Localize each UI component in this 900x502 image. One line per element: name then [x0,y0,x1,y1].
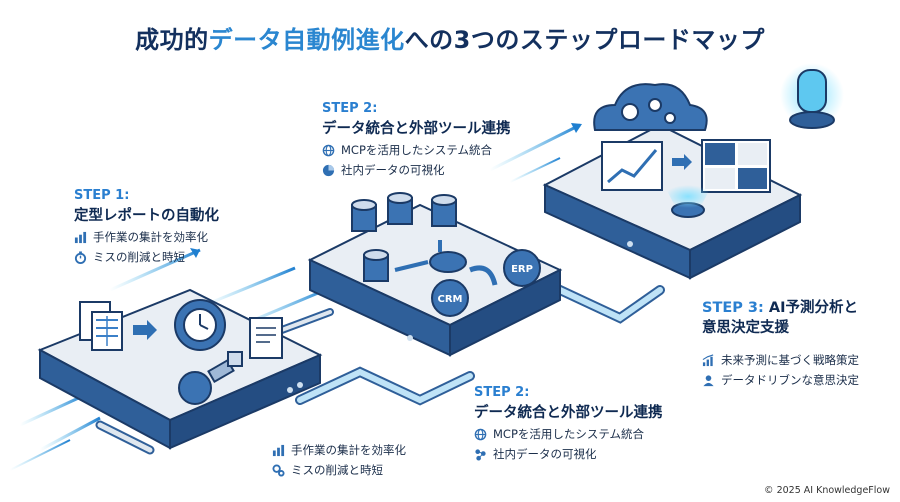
step2-bottom-item: MCPを活用したシステム統合 [474,426,663,442]
list-item: 手作業の集計を効率化 [272,442,406,458]
step1-item: ミスの削減と時短 [74,249,219,265]
cloud-gear-icon [593,83,708,131]
network-icon [475,448,486,461]
crm-node: CRM [431,279,469,317]
step3-title: STEP 3: AI予測分析と [702,300,858,316]
step3-title-line2: 意思決定支援 [702,320,789,336]
list-item: ミスの削減と時短 [272,462,406,478]
step2-item: MCPを活用したシステム統合 [322,142,511,158]
step2-top-block: STEP 2: データ統合と外部ツール連携 MCPを活用したシステム統合 社内デ… [322,101,511,178]
gears-icon [272,463,285,477]
bar-chart-icon [272,444,285,456]
step1-title: 定型レポートの自動化 [74,208,219,224]
growth-chart-icon [601,141,663,191]
svg-text:ERP: ERP [511,264,533,275]
step3-item: 未来予測に基づく戦略策定 [702,352,859,368]
step2-item: 社内データの可視化 [322,162,511,178]
projector-icon [664,185,712,218]
erp-node: ERP [503,249,541,287]
trend-chart-icon [702,353,714,366]
dashboard-icon [701,139,771,193]
bottom-left-list: 手作業の集計を効率化 ミスの削減と時短 [272,438,406,478]
globe-icon [474,428,487,440]
light-beams [9,123,582,471]
database-icons [351,192,457,282]
step1-label: STEP 1: [74,188,130,203]
svg-text:CRM: CRM [438,294,463,305]
step1-item: 手作業の集計を効率化 [74,229,219,245]
page-title: 成功的データ自動例進化への3つのステップロードマップ [135,26,765,54]
arrow-icon [672,154,692,170]
step2-title: データ統合と外部ツール連携 [322,121,511,137]
step3-item: データドリブンな意思決定 [702,372,859,388]
pie-chart-icon [322,164,335,176]
copyright-text: © 2025 AI KnowledgeFlow [764,485,890,496]
arrow-icon [133,320,157,340]
globe-icon [322,144,335,156]
step2-bottom-label: STEP 2: [474,385,530,400]
gear-clock-icon [174,299,226,351]
step2-label: STEP 2: [322,101,378,116]
beacon-icon [780,63,844,129]
step2-bottom-title: データ統合と外部ツール連携 [474,405,663,421]
bar-chart-icon [74,231,87,243]
step1-block: STEP 1: 定型レポートの自動化 手作業の集計を効率化 ミスの削減と時短 [74,188,219,265]
step3-block: STEP 3: AI予測分析と 意思決定支援 未来予測に基づく戦略策定 データド… [702,298,859,388]
step2-bottom-block: STEP 2: データ統合と外部ツール連携 MCPを活用したシステム統合 社内デ… [474,385,663,462]
hub-icon [394,240,498,286]
document-icon [249,317,283,359]
spreadsheet-icon [79,301,123,351]
stopwatch-icon [74,250,87,264]
robot-arm-icon [178,351,243,405]
person-icon [703,374,714,386]
step2-bottom-item: 社内データの可視化 [474,446,663,462]
